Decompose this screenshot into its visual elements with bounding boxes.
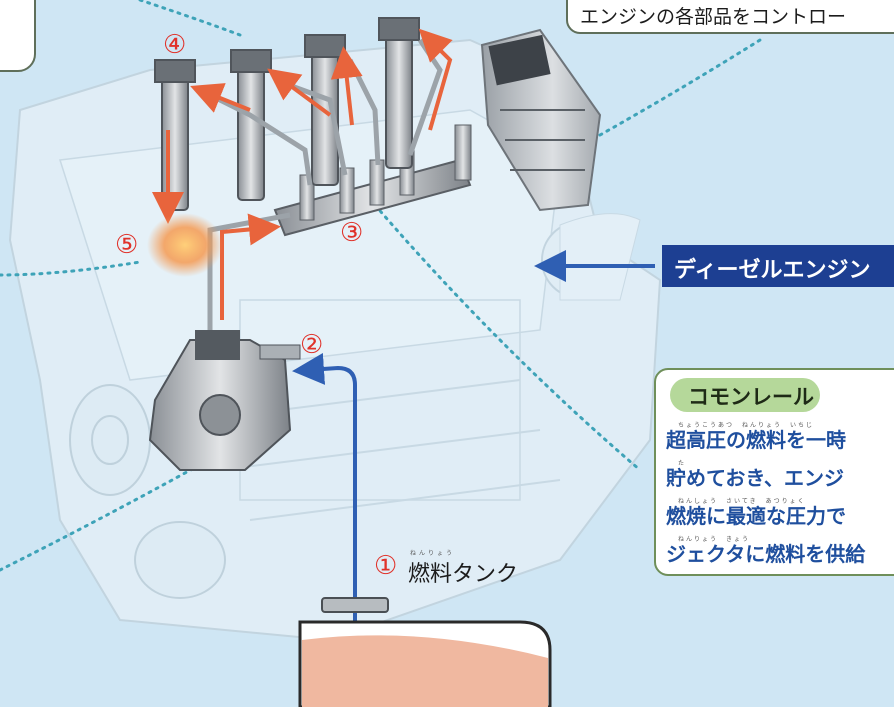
ecu-unit — [480, 28, 602, 212]
cr-line-1: 超高圧の燃料を一時 — [666, 428, 846, 452]
fuel-flow-arrows — [152, 28, 453, 320]
ecu-caption-text: エンジンの各部品をコントロー — [580, 6, 847, 28]
cr-ruby-3: ねんしょう さいてき あつりょく — [678, 498, 806, 505]
tank-label: 燃料タンク — [408, 562, 519, 587]
diesel-engine-label: ディーゼルエンジン — [662, 245, 894, 287]
diesel-engine-label-text: ディーゼルエンジン — [674, 258, 871, 283]
injectors — [154, 17, 420, 211]
cr-line-3: 燃焼に最適な圧力で — [666, 504, 846, 528]
high-pressure-pump — [148, 330, 301, 471]
marker-2: ② — [300, 330, 324, 360]
cr-ruby-2: た — [678, 460, 687, 467]
cr-line-2: 貯めておき、エンジ — [666, 466, 844, 490]
fuel-tank — [298, 597, 552, 707]
common-rail-title: コモンレール — [670, 378, 820, 412]
marker-1: ① — [374, 551, 398, 581]
marker-3: ③ — [340, 218, 364, 248]
ecu-caption-box: エンジンの各部品をコントロー — [566, 0, 894, 34]
fuel-supply-line — [292, 352, 357, 640]
cr-ruby-1: ちょうこうあつ ねんりょう いちじ — [678, 422, 815, 429]
cr-line-4: ジェクタに燃料を供給 — [666, 542, 866, 566]
marker-5: ⑤ — [115, 230, 139, 260]
tank-label-ruby: ねんりょう — [410, 550, 456, 557]
common-rail-callout: コモンレール ちょうこうあつ ねんりょう いちじ 超高圧の燃料を一時 た 貯めて… — [654, 368, 894, 576]
cr-ruby-4: ねんりょう きょう — [678, 536, 751, 543]
leader-lines — [0, 0, 762, 572]
marker-4: ④ — [163, 30, 187, 60]
partial-callout-box — [0, 0, 36, 72]
combustion-hotspot — [147, 213, 223, 277]
